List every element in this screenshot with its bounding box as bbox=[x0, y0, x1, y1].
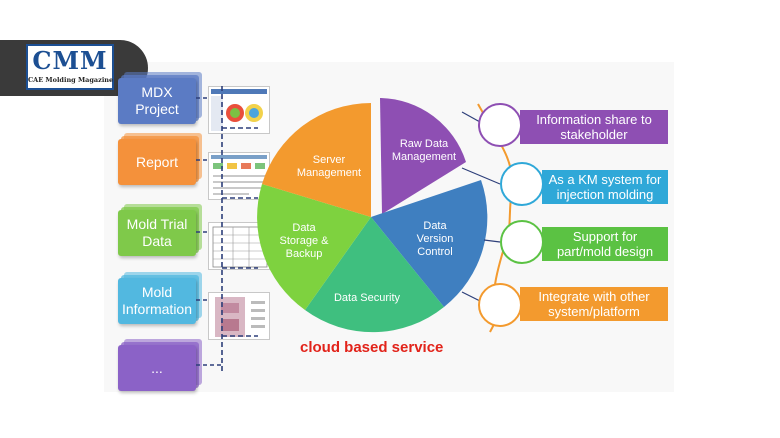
segment-label-server: Server Management bbox=[296, 154, 362, 179]
thumbnail-mold-graphic bbox=[215, 297, 265, 337]
thumbnail-project bbox=[208, 86, 270, 134]
thumbnail-report bbox=[208, 152, 270, 200]
segment-data-version-control bbox=[371, 180, 488, 307]
benefit-banner-support: Support for part/mold design bbox=[542, 227, 668, 261]
source-mold-trial-data: Mold Trial Data bbox=[118, 204, 202, 256]
benefit-banner-integrate: Integrate with other system/platform bbox=[520, 287, 668, 321]
logo: CMM CAE Molding Magazine bbox=[26, 44, 114, 90]
source-label: Report bbox=[118, 139, 196, 185]
pie-chart bbox=[257, 98, 488, 333]
source-label: Mold Trial Data bbox=[118, 210, 196, 256]
connector-lines bbox=[196, 86, 258, 372]
segment-data-security bbox=[305, 217, 444, 333]
logo-subtitle: CAE Molding Magazine bbox=[28, 76, 114, 84]
footer-caption: cloud based service bbox=[300, 339, 444, 356]
source-label: MDX Project bbox=[118, 78, 196, 124]
benefit-circle-share bbox=[478, 103, 522, 147]
thumbnail-mold bbox=[208, 292, 270, 340]
benefit-circle-support bbox=[500, 220, 544, 264]
benefit-circle-km bbox=[500, 162, 544, 206]
segment-raw-data-management bbox=[380, 98, 466, 214]
source-mold-information: Mold Information bbox=[118, 272, 202, 324]
benefit-banner-share: Information share to stakeholder bbox=[520, 110, 668, 144]
segment-label-raw-data: Raw Data Management bbox=[391, 138, 457, 163]
source-mdx-project: MDX Project bbox=[118, 72, 202, 124]
segment-label-storage: Data Storage & Backup bbox=[279, 222, 329, 260]
thumbnail-project-graphic bbox=[211, 89, 267, 131]
segment-server-management bbox=[262, 103, 371, 217]
benefit-circle-integrate bbox=[478, 283, 522, 327]
logo-text: CMM bbox=[32, 46, 108, 75]
source-label: ... bbox=[118, 345, 196, 391]
source-label: Mold Information bbox=[118, 278, 196, 324]
source-report: Report bbox=[118, 133, 202, 185]
benefit-circles bbox=[478, 103, 544, 327]
thumbnail-report-graphic bbox=[211, 155, 267, 195]
segment-label-version-control: Data Version Control bbox=[416, 220, 454, 258]
segment-data-storage-backup bbox=[257, 184, 371, 310]
segment-label-security: Data Security bbox=[333, 292, 401, 304]
source-more: ... bbox=[118, 339, 202, 391]
benefit-banner-km: As a KM system for injection molding bbox=[542, 170, 668, 204]
